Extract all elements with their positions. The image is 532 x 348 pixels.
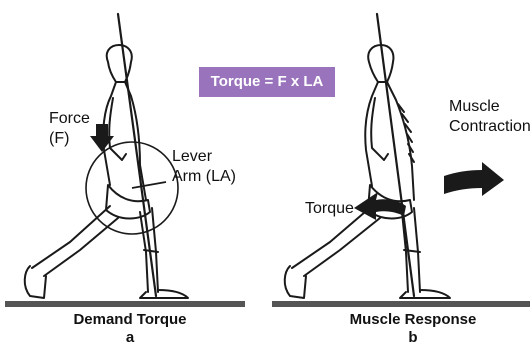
caption-b-title: Muscle Response — [318, 311, 508, 328]
formula-label: Torque = F x LA — [199, 67, 335, 97]
force-label-line2: (F) — [49, 129, 69, 148]
muscle-contraction-arrow — [444, 162, 504, 196]
vertical-line-a — [118, 14, 156, 296]
force-label-line1: Force — [49, 109, 90, 128]
caption-a-title: Demand Torque — [40, 311, 220, 328]
back-foot-b — [285, 266, 306, 298]
arm-b — [371, 98, 388, 160]
figure-a — [25, 14, 188, 298]
ground-line-b — [272, 301, 530, 307]
lever-arm-label-line2: Arm (LA) — [172, 167, 236, 186]
lever-arm-label-line1: Lever — [172, 147, 212, 166]
torque-label: Torque — [305, 199, 354, 218]
muscle-contraction-label-line2: Contraction — [449, 117, 531, 136]
caption-b-letter: b — [318, 329, 508, 346]
torso-b — [365, 82, 414, 200]
back-leg-a — [32, 206, 118, 276]
back-foot-a — [25, 266, 46, 298]
ground-line-a — [5, 301, 245, 307]
arm-a — [109, 98, 126, 160]
caption-a-letter: a — [40, 329, 220, 346]
head-a — [107, 45, 132, 82]
muscle-contraction-label-line1: Muscle — [449, 97, 500, 116]
lever-arm-line — [132, 182, 166, 188]
figure-b — [285, 14, 450, 298]
